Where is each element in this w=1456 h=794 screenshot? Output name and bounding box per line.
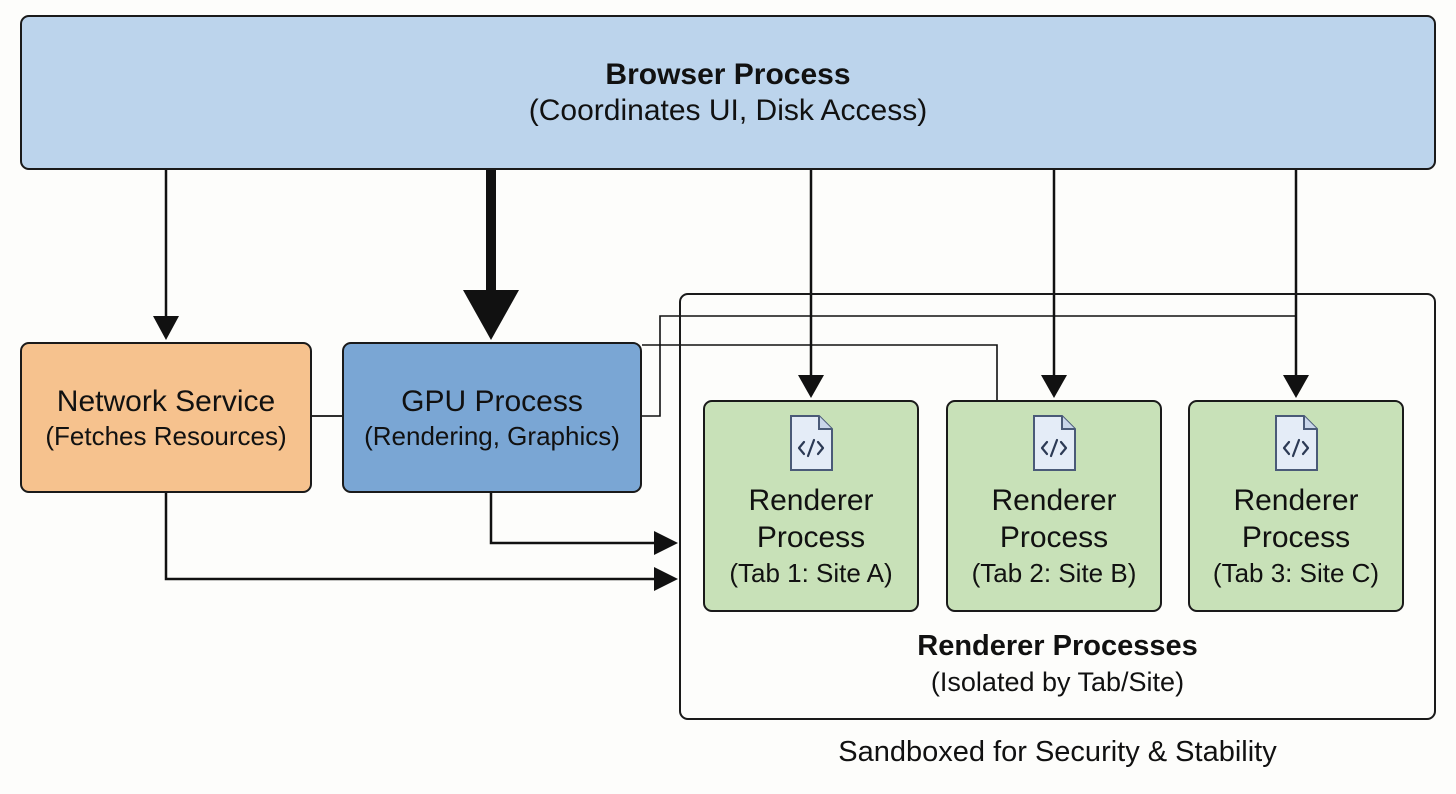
gpu-process-title: GPU Process <box>401 384 583 418</box>
renderer-3-tab-label: (Tab 3: Site C) <box>1212 558 1380 588</box>
renderer-1-line2: Process <box>756 521 866 554</box>
arrowhead-network-to-renderers <box>654 567 678 591</box>
renderer-process-tab-1: Renderer Process (Tab 1: Site A) <box>703 400 919 612</box>
renderer-3-line2: Process <box>1241 521 1351 554</box>
renderer-3-line1: Renderer <box>1233 484 1359 517</box>
arrowhead-browser-to-renderer-1 <box>798 375 824 398</box>
code-file-icon <box>1033 415 1076 471</box>
arrowhead-browser-to-renderer-3 <box>1283 375 1309 398</box>
renderer-1-tab-label: (Tab 1: Site A) <box>729 558 893 588</box>
arrowhead-browser-to-network <box>153 316 179 340</box>
network-service-title: Network Service <box>56 384 276 418</box>
browser-process-box: Browser Process (Coordinates UI, Disk Ac… <box>20 15 1436 170</box>
network-service-subtitle: (Fetches Resources) <box>45 420 287 451</box>
arrow-network-to-renderers <box>164 493 656 581</box>
code-file-icon <box>790 415 833 471</box>
renderer-process-tab-2: Renderer Process (Tab 2: Site B) <box>946 400 1162 612</box>
renderer-process-tab-3: Renderer Process (Tab 3: Site C) <box>1188 400 1404 612</box>
renderer-2-line1: Renderer <box>991 484 1117 517</box>
renderer-sandbox-container <box>679 293 1436 720</box>
renderer-2-line2: Process <box>999 521 1109 554</box>
link-gpu-to-renderer-3 <box>642 315 1296 417</box>
renderer-group-subtitle: (Isolated by Tab/Site) <box>930 667 1185 697</box>
arrowhead-browser-to-gpu <box>463 290 519 340</box>
renderer-group-title: Renderer Processes <box>917 630 1198 662</box>
renderer-group-label: Renderer Processes (Isolated by Tab/Site… <box>679 628 1436 700</box>
arrowhead-browser-to-renderer-2 <box>1041 375 1067 398</box>
sandbox-caption: Sandboxed for Security & Stability <box>838 736 1277 768</box>
browser-process-title: Browser Process <box>605 57 851 91</box>
arrowhead-gpu-to-renderers <box>654 531 678 555</box>
code-file-icon <box>1275 415 1318 471</box>
renderer-2-tab-label: (Tab 2: Site B) <box>971 558 1137 588</box>
gpu-process-box: GPU Process (Rendering, Graphics) <box>342 342 642 493</box>
network-service-box: Network Service (Fetches Resources) <box>20 342 312 493</box>
renderer-1-line1: Renderer <box>748 484 874 517</box>
arrow-gpu-to-renderers <box>489 493 656 545</box>
link-gpu-to-renderer-2 <box>642 344 998 400</box>
gpu-process-subtitle: (Rendering, Graphics) <box>364 420 620 451</box>
browser-process-subtitle: (Coordinates UI, Disk Access) <box>528 93 928 127</box>
